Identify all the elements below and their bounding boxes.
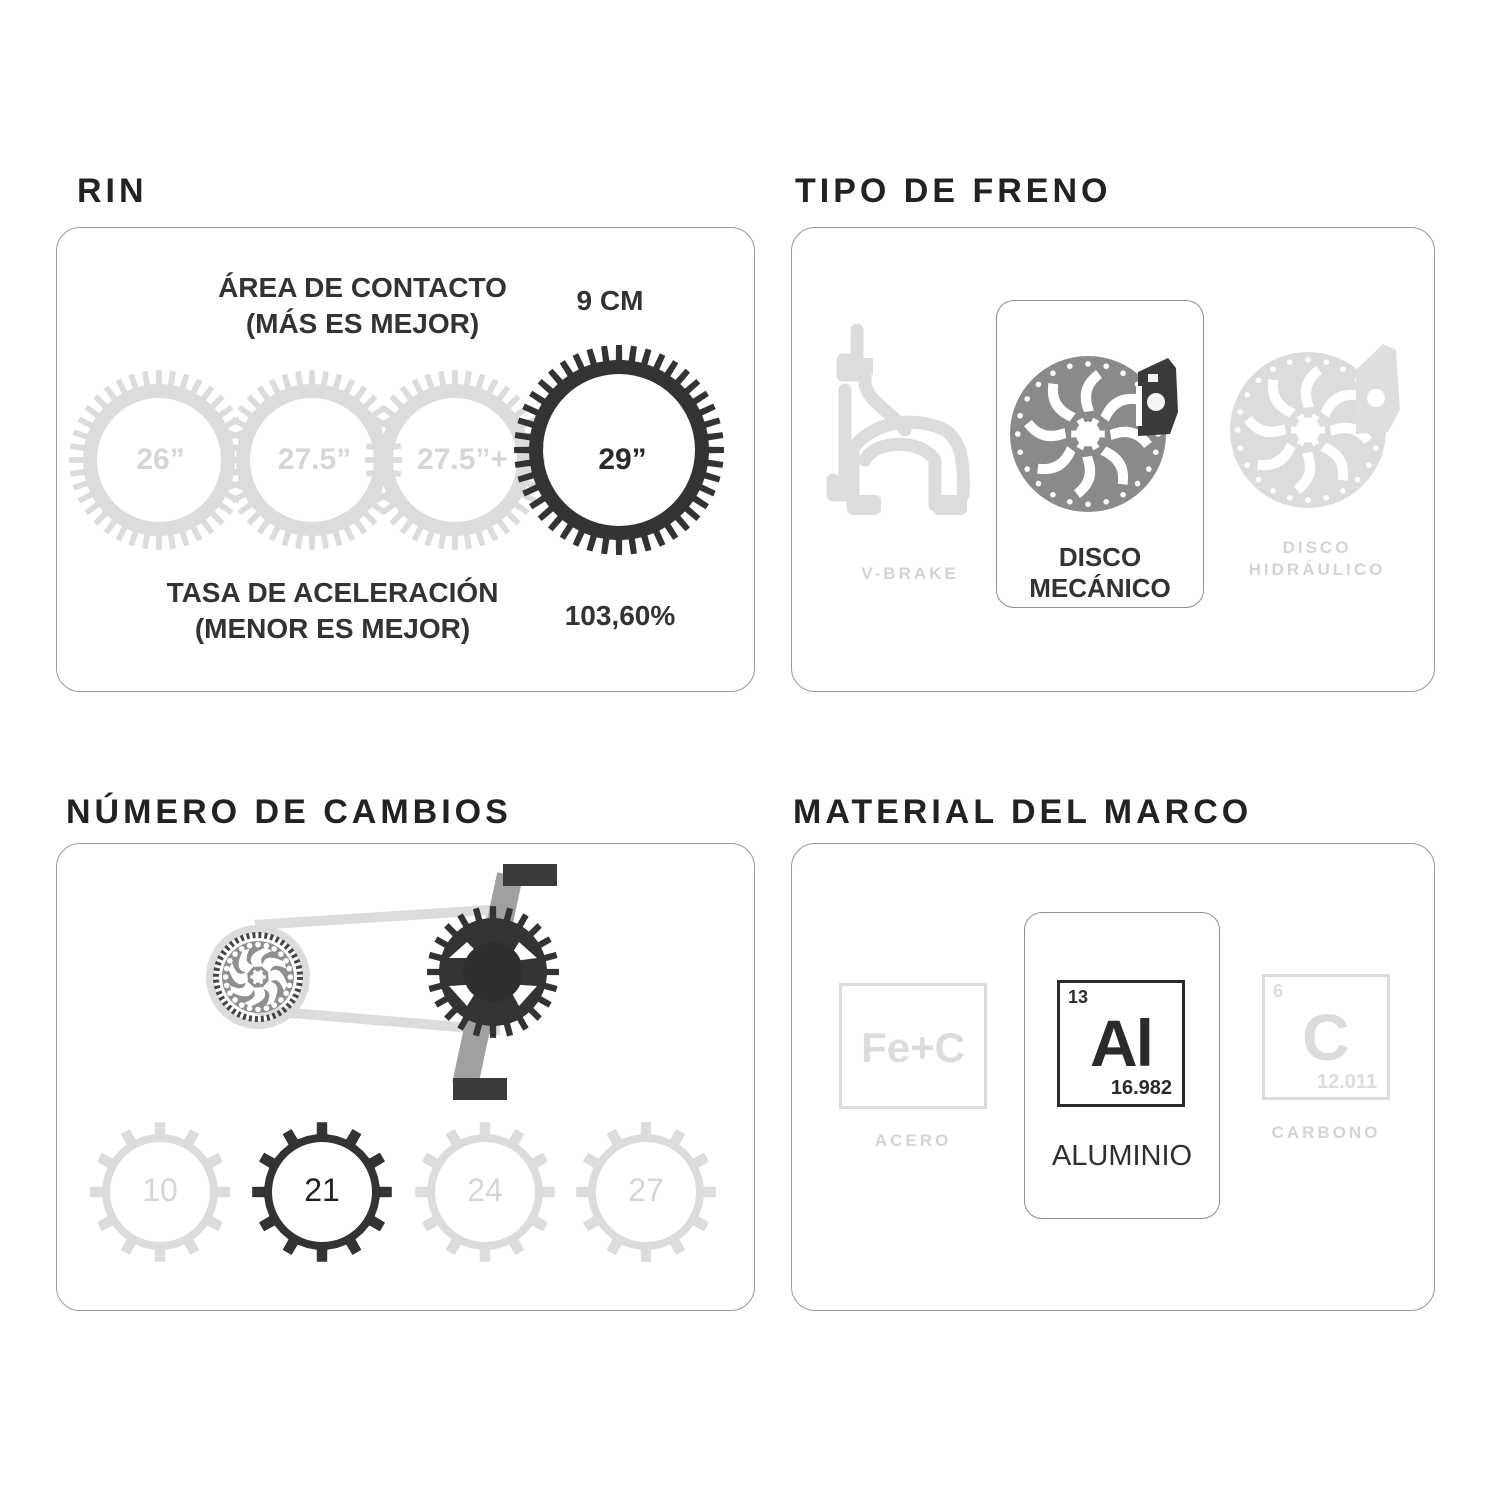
rin-size-275: 27.5” xyxy=(277,443,352,476)
panel-marco xyxy=(791,843,1435,1311)
rin-size-26: 26” xyxy=(136,443,185,476)
rin-gear-275[interactable] xyxy=(222,370,402,550)
rin-gear-26[interactable] xyxy=(69,370,249,550)
carbono-number: 6 xyxy=(1273,981,1284,1001)
contact-area-value: 9 CM xyxy=(576,285,644,316)
acero-symbol: Fe+C xyxy=(861,1024,965,1071)
rin-gear-275plus[interactable] xyxy=(365,370,545,550)
acero-label: ACERO xyxy=(874,1131,952,1150)
contact-area-label-line1: ÁREA DE CONTACTO xyxy=(218,272,507,303)
disco-mecanico-label: DISCO MECÁNICO xyxy=(996,542,1204,604)
accel-label: TASA DE ACELERACIÓN (MENOR ES MEJOR) xyxy=(150,575,515,647)
card-aluminio[interactable] xyxy=(1024,912,1220,1219)
panel-rin xyxy=(56,227,755,692)
cambios-label-21: 21 xyxy=(304,1172,340,1208)
aluminio-tile: 13 Al 16.982 xyxy=(1057,980,1185,1107)
accel-value: 103,60% xyxy=(564,600,676,631)
section-title-freno: TIPO DE FRENO xyxy=(795,172,1112,210)
panel-freno xyxy=(791,227,1435,692)
contact-area-label-line2: (MÁS ES MEJOR) xyxy=(245,308,480,339)
section-title-marco: MATERIAL DEL MARCO xyxy=(793,793,1253,831)
disco-hidraulico-label: DISCO HIDRÁULICO xyxy=(1237,537,1397,581)
acero-tile[interactable]: Fe+C xyxy=(839,983,987,1109)
aluminio-number: 13 xyxy=(1068,987,1089,1007)
v-brake-icon[interactable] xyxy=(825,320,985,520)
disco-hidraulico-icon[interactable] xyxy=(1228,340,1418,520)
carbono-label: CARBONO xyxy=(1271,1123,1381,1142)
carbono-mass: 12.011 xyxy=(1316,1071,1377,1093)
accel-label-line2: (MENOR ES MEJOR) xyxy=(194,613,471,644)
section-title-cambios: NÚMERO DE CAMBIOS xyxy=(66,793,512,831)
disco-mecanico-label-line2: MECÁNICO xyxy=(1029,573,1171,603)
aluminio-label: ALUMINIO xyxy=(1051,1140,1193,1172)
disco-mecanico-icon xyxy=(1010,356,1178,512)
rin-size-275plus: 27.5”+ xyxy=(417,443,508,476)
card-disco-mecanico[interactable] xyxy=(996,300,1204,608)
carbono-symbol: C xyxy=(1302,1000,1350,1074)
aluminio-symbol: Al xyxy=(1090,1006,1154,1080)
v-brake-label: V-BRAKE xyxy=(861,564,959,583)
rin-gears xyxy=(69,345,724,555)
panel-cambios xyxy=(56,843,755,1311)
disco-mecanico-label-line1: DISCO xyxy=(1058,542,1142,572)
rin-size-29: 29” xyxy=(598,443,647,476)
aluminio-mass: 16.982 xyxy=(1110,1077,1172,1099)
cambios-label-27: 27 xyxy=(628,1172,664,1208)
drivetrain-icon xyxy=(206,864,559,1100)
section-title-rin: RIN xyxy=(77,172,148,210)
disco-hidraulico-label-line2: HIDRÁULICO xyxy=(1248,560,1386,579)
cambios-label-24: 24 xyxy=(467,1172,503,1208)
disco-hidraulico-label-line1: DISCO xyxy=(1282,538,1352,557)
contact-area-label: ÁREA DE CONTACTO (MÁS ES MEJOR) xyxy=(190,270,535,342)
cambios-label-10: 10 xyxy=(142,1172,178,1208)
carbono-tile[interactable]: 6 C 12.011 xyxy=(1262,974,1390,1100)
accel-label-line1: TASA DE ACELERACIÓN xyxy=(166,577,499,608)
